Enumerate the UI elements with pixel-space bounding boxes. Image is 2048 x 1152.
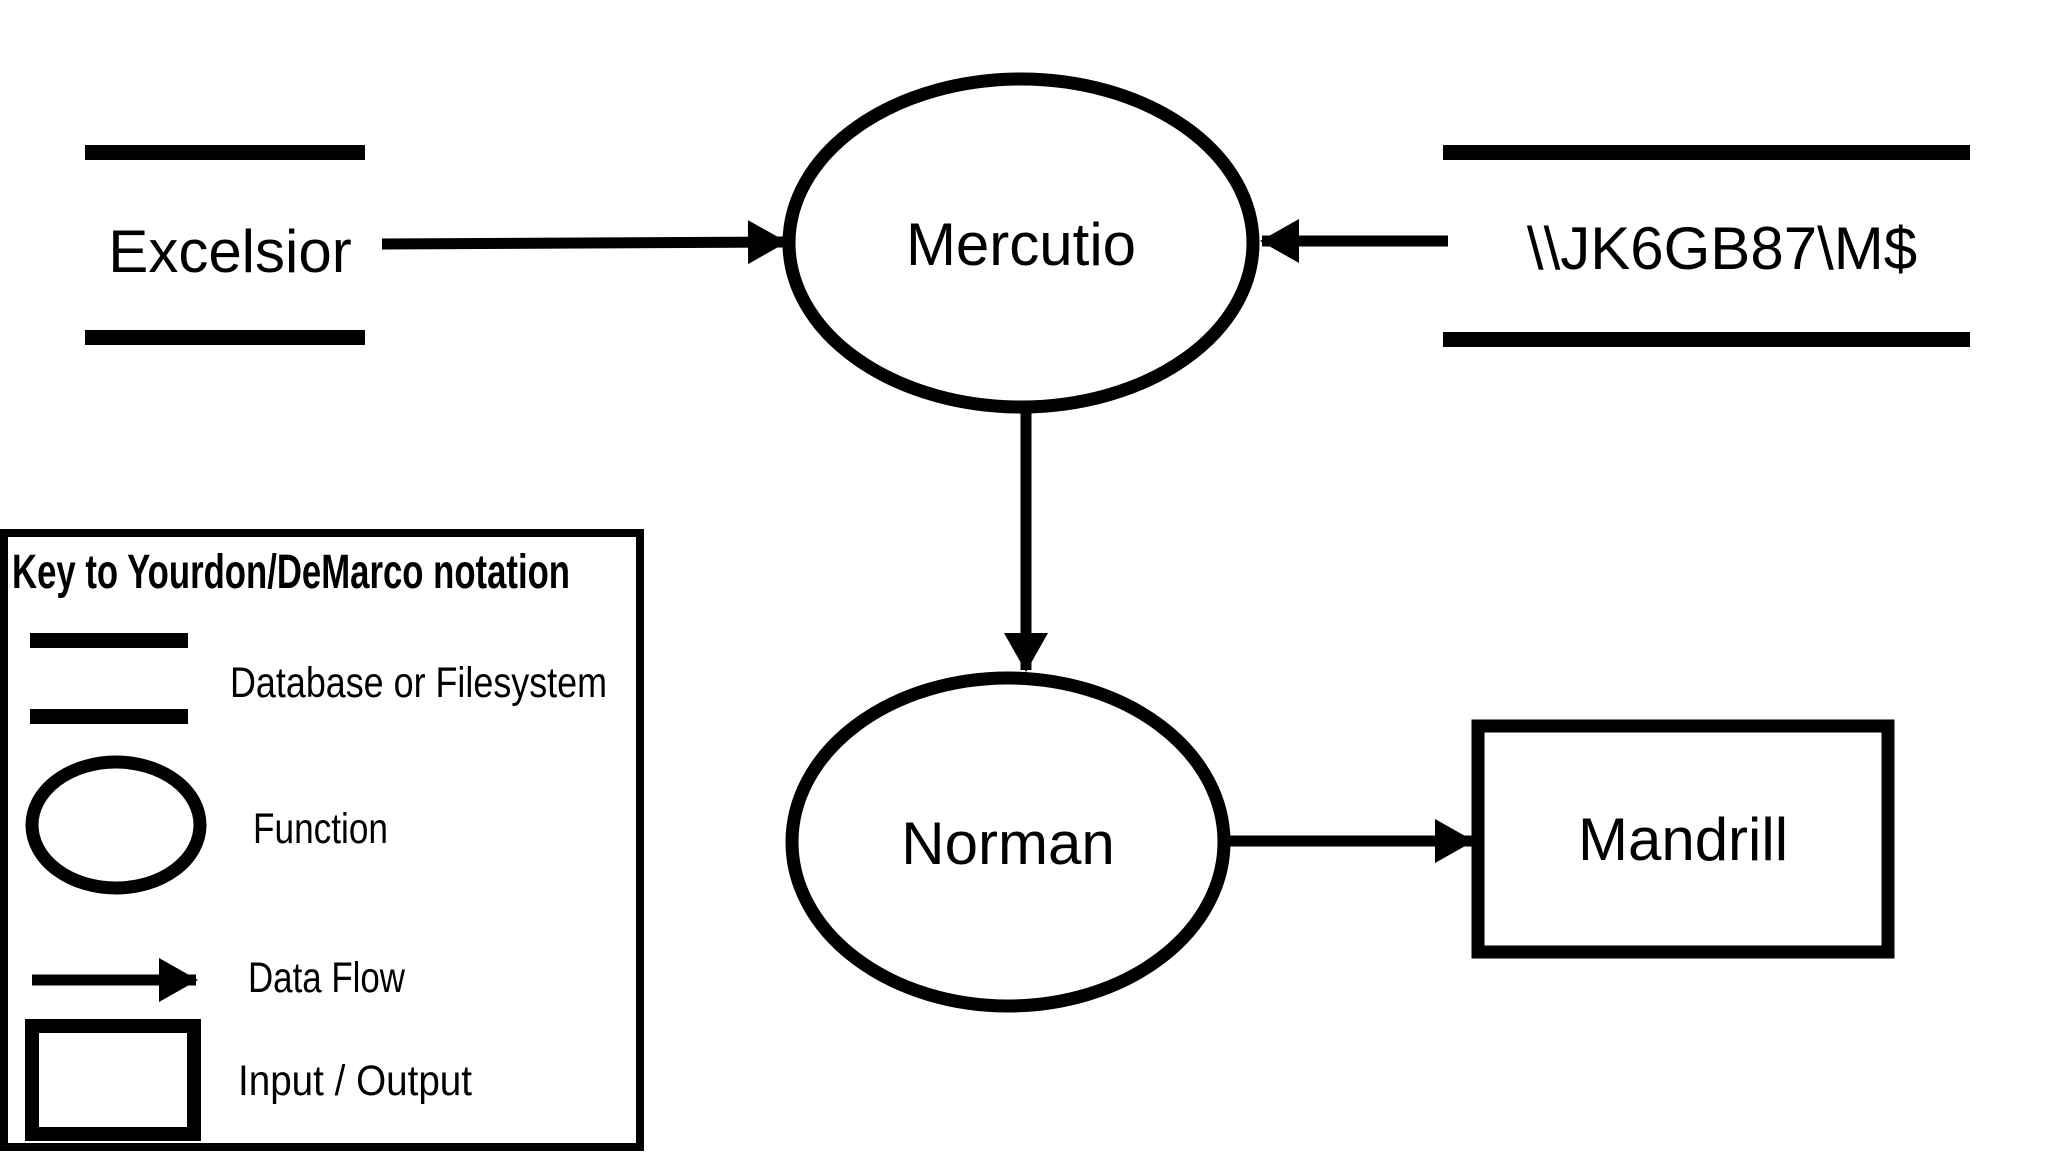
norman-ellipse bbox=[785, 671, 1231, 1013]
node-share: \\JK6GB87\M$ bbox=[1443, 145, 1970, 347]
node-excelsior: Excelsior bbox=[85, 145, 365, 345]
mercutio-ellipse bbox=[782, 72, 1260, 414]
legend-datastore-label: Database or Filesystem bbox=[230, 659, 607, 707]
legend-datastore-bottom-line-icon bbox=[30, 709, 188, 724]
legend-item-data-flow: Data Flow bbox=[32, 954, 406, 1002]
excelsior-label: Excelsior bbox=[108, 218, 351, 285]
legend-item-datastore: Database or Filesystem bbox=[30, 633, 607, 724]
flow-arrows bbox=[381, 219, 1474, 863]
node-mandrill: Mandrill bbox=[1471, 719, 1895, 959]
legend: Key to Yourdon/DeMarco notation Database… bbox=[0, 529, 644, 1151]
flow-excelsior-to-mercutio bbox=[381, 220, 787, 265]
legend-item-input-output: Input / Output bbox=[25, 1019, 472, 1141]
legend-input-output-label: Input / Output bbox=[238, 1057, 472, 1105]
mandrill-box bbox=[1471, 719, 1895, 959]
legend-input-output-box-icon bbox=[25, 1019, 201, 1141]
node-norman: Norman bbox=[785, 671, 1231, 1013]
mandrill-label: Mandrill bbox=[1578, 806, 1788, 873]
legend-box bbox=[0, 529, 644, 1151]
share-label: \\JK6GB87\M$ bbox=[1527, 215, 1917, 282]
excelsior-bottom-line bbox=[85, 330, 365, 345]
share-bottom-line bbox=[1443, 332, 1970, 347]
legend-function-ellipse-icon bbox=[25, 755, 207, 895]
excelsior-top-line bbox=[85, 145, 365, 160]
share-top-line bbox=[1443, 145, 1970, 160]
legend-function-label: Function bbox=[253, 805, 388, 853]
legend-title: Key to Yourdon/DeMarco notation bbox=[12, 546, 570, 599]
node-mercutio: Mercutio bbox=[782, 72, 1260, 414]
legend-data-flow-label: Data Flow bbox=[248, 954, 406, 1002]
mercutio-label: Mercutio bbox=[906, 211, 1136, 278]
legend-datastore-top-line-icon bbox=[30, 633, 188, 648]
legend-item-function: Function bbox=[25, 755, 388, 895]
norman-label: Norman bbox=[901, 810, 1114, 877]
